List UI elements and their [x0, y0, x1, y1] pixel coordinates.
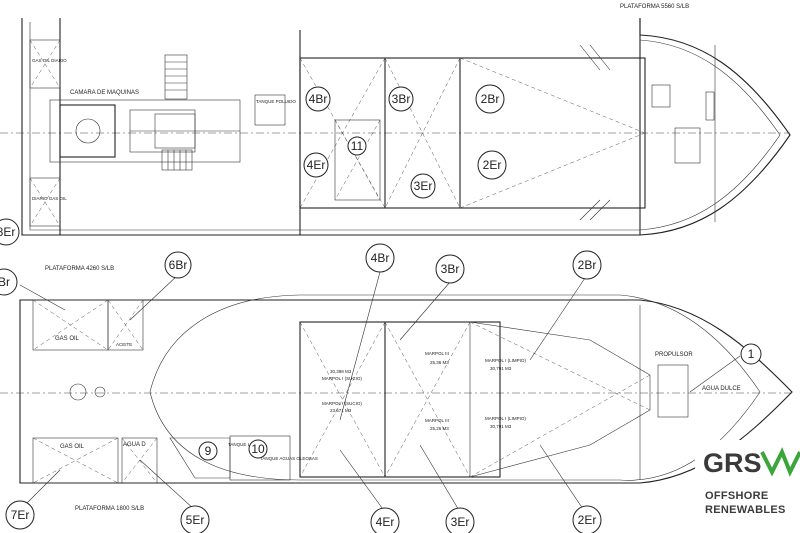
- callout-bot-Br-left: Br: [0, 268, 18, 296]
- svg-text:3Er: 3Er: [414, 179, 433, 193]
- callout-bot-7Er: 7Er: [5, 500, 35, 530]
- svg-text:6Br: 6Br: [169, 258, 188, 272]
- callout-bot-3Br: 3Br: [435, 254, 465, 284]
- svg-text:2Er: 2Er: [578, 513, 597, 527]
- svg-text:5Er: 5Er: [186, 513, 205, 527]
- callout-top-3Er: 3Er: [410, 173, 436, 199]
- svg-text:3Er: 3Er: [451, 515, 470, 529]
- marpol-label-5: MARPOL III: [425, 418, 449, 423]
- marpol-label-6: MARPOL I (LIMPIO): [485, 416, 526, 421]
- agua-dulce-label: AGUA DULCE: [702, 386, 741, 392]
- bottom-plan-title: PLATAFORMA 4260 S/LB: [45, 266, 114, 272]
- bottom-gas-oil-label-2: GAS OIL: [60, 444, 85, 450]
- svg-text:2Br: 2Br: [578, 258, 597, 272]
- svg-text:10: 10: [251, 442, 265, 456]
- top-gas-oil-label-1: GAS OIL DIARIO: [32, 58, 67, 63]
- grs-logo: GRS OFFSHORE RENEWABLES: [695, 440, 800, 533]
- callout-top-4Er: 4Er: [303, 152, 329, 178]
- svg-text:3Br: 3Br: [392, 92, 411, 106]
- propulsor-label: PROPULSOR: [655, 352, 693, 358]
- svg-text:7Er: 7Er: [11, 508, 30, 522]
- svg-text:1: 1: [748, 347, 755, 361]
- stairway-top: [164, 54, 188, 100]
- stairway-bottom: [161, 149, 193, 171]
- svg-text:2Er: 2Er: [483, 158, 502, 172]
- callout-bot-5Er: 5Er: [180, 505, 210, 533]
- callout-top-11: 11: [347, 136, 367, 156]
- svg-text:4Br: 4Br: [371, 251, 390, 265]
- svg-text:8Er: 8Er: [0, 225, 15, 239]
- top-gas-oil-label-2: DIARIO GAS OIL: [32, 196, 67, 201]
- callout-bot-2Br: 2Br: [572, 250, 602, 280]
- marpol-label-2: MARPOL I (SUCIO): [322, 401, 362, 406]
- svg-text:Br: Br: [0, 275, 10, 289]
- volume-label-1: 30,398 M3: [330, 369, 352, 374]
- marpol-label-4: MARPOL I (LIMPIO): [485, 358, 526, 363]
- svg-text:4Br: 4Br: [309, 92, 328, 106]
- top-plan-title: PLATAFORMA 5560 S/LB: [620, 4, 689, 10]
- callout-bot-2Er: 2Er: [572, 505, 602, 533]
- top-deck-plan: PLATAFORMA 5560 S/LB CAMARA DE MAQUINAS …: [0, 4, 791, 246]
- tank-10-note: TANQUE AGUAS OLEOSAS: [260, 456, 318, 461]
- callout-bot-3Er: 3Er: [445, 507, 475, 533]
- tank-9-note: TANQUE LODOS: [228, 442, 263, 447]
- marpol-label-3: MARPOL III: [425, 351, 449, 356]
- callout-top-2Er: 2Er: [477, 150, 507, 180]
- callout-top-8Er: 8Er: [0, 218, 20, 246]
- svg-text:9: 9: [205, 444, 212, 458]
- svg-text:2Br: 2Br: [481, 92, 500, 106]
- engine-room-label: CAMARA DE MAQUINAS: [70, 90, 139, 96]
- callout-bot-9: 9: [198, 441, 218, 461]
- callout-top-2Br: 2Br: [475, 84, 505, 114]
- logo-name: GRS: [703, 448, 762, 478]
- callout-top-3Br: 3Br: [388, 86, 414, 112]
- top-note-box-label: TANQUE POLUIDO: [256, 99, 296, 104]
- agua-d-label: AGUA D: [123, 442, 146, 448]
- volume-label-2: 23,671 M3: [330, 408, 352, 413]
- callout-bot-1: 1: [740, 343, 762, 365]
- bottom-deck-plan: PLATAFORMA 4260 S/LB PLATAFORMA 1800 S/L…: [0, 243, 793, 533]
- callout-bot-10: 10: [248, 439, 268, 459]
- logo-line2: RENEWABLES: [705, 504, 786, 516]
- callout-bot-4Er: 4Er: [370, 507, 400, 533]
- logo-mark-icon: [760, 447, 800, 477]
- volume-label-4: 30,791 M3: [490, 366, 512, 371]
- bottom-plan-footer: PLATAFORMA 1800 S/LB: [75, 506, 144, 512]
- svg-text:3Br: 3Br: [441, 262, 460, 276]
- volume-label-3: 25,36 M3: [430, 360, 449, 365]
- svg-text:4Er: 4Er: [376, 515, 395, 529]
- volume-label-6: 30,791 M3: [490, 424, 512, 429]
- aceite-label: ACEITE: [116, 342, 132, 347]
- callout-bot-6Br: 6Br: [164, 251, 192, 279]
- marpol-label-1: MARPOL I (SUCIO): [322, 376, 362, 381]
- volume-label-5: 25,26 M3: [430, 426, 449, 431]
- bottom-gas-oil-label-1: GAS OIL: [55, 336, 80, 342]
- callout-top-4Br: 4Br: [305, 86, 331, 112]
- svg-text:11: 11: [351, 139, 364, 153]
- logo-line1: OFFSHORE: [705, 490, 769, 502]
- ladder-fwd-port: [579, 44, 611, 71]
- callout-bot-4Br: 4Br: [365, 243, 395, 273]
- svg-text:4Er: 4Er: [307, 158, 326, 172]
- ladder-fwd-stbd: [579, 199, 611, 221]
